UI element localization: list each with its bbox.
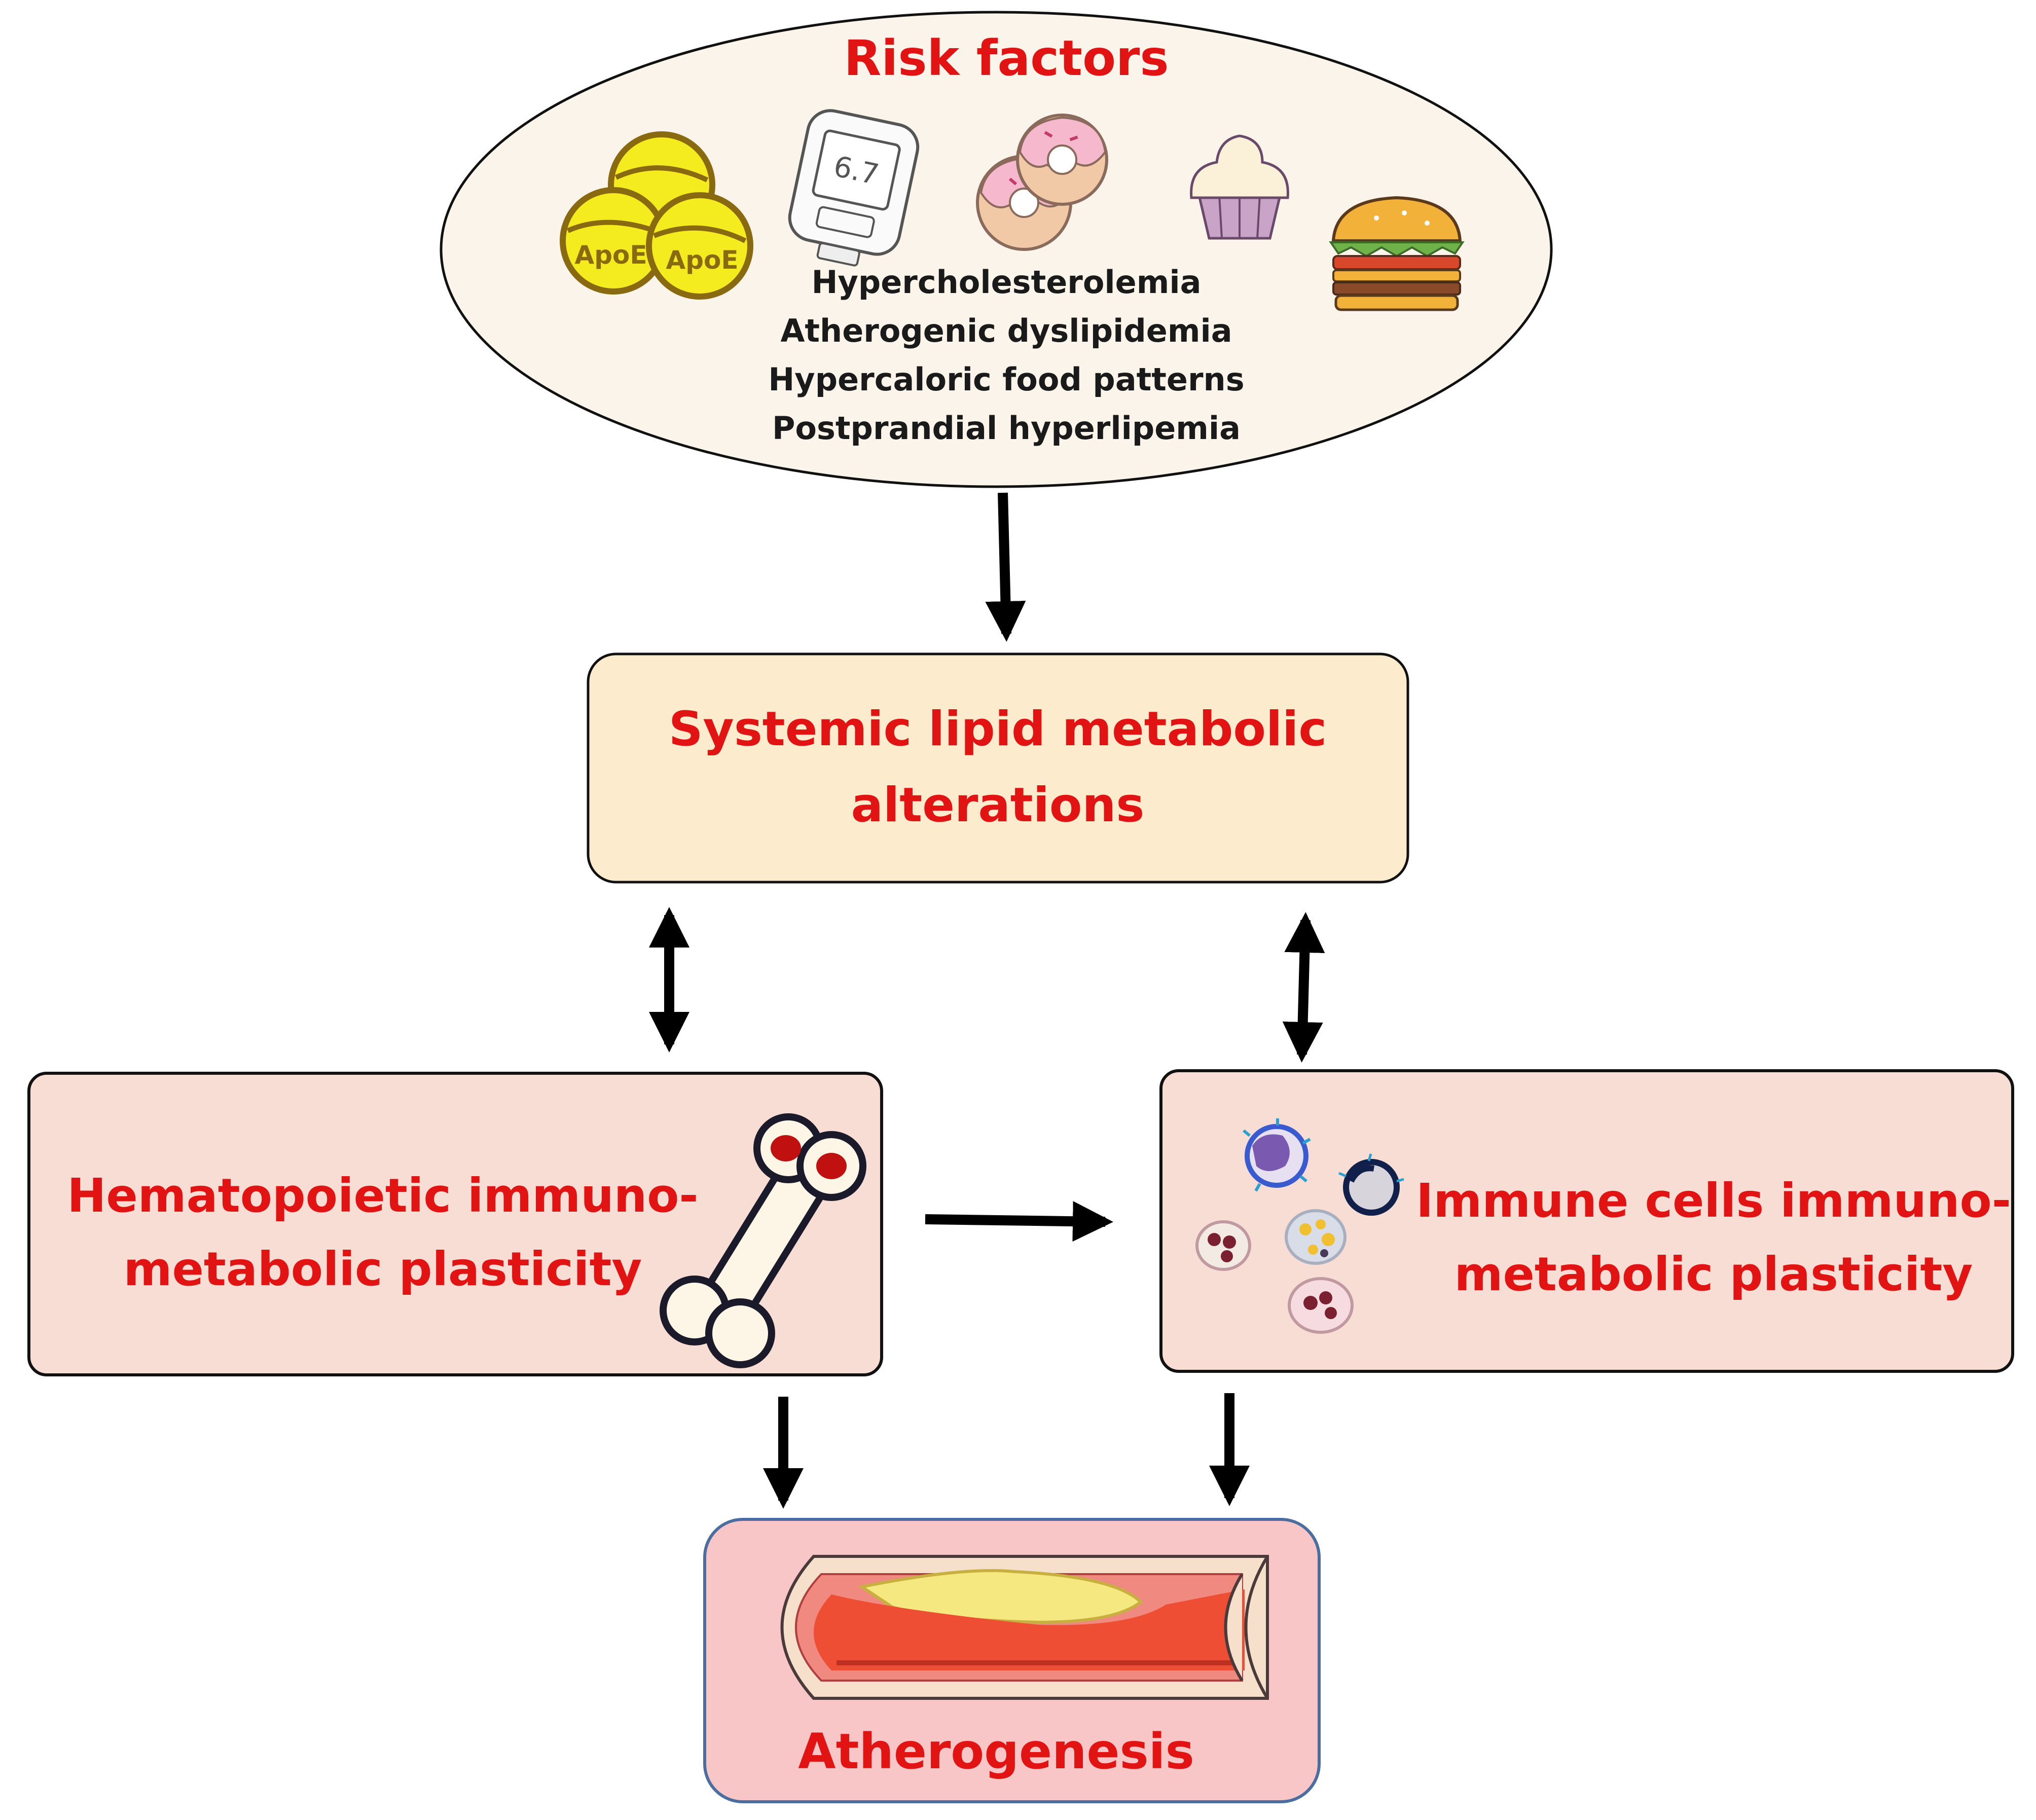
risk-factors-title: Risk factors xyxy=(844,30,1169,87)
risk-factor-item: Postprandial hyperlipemia xyxy=(772,410,1241,447)
immune-label-line1: Immune cells immuno- xyxy=(1416,1174,2011,1228)
risk-factor-item: Atherogenic dyslipidemia xyxy=(780,312,1232,349)
immune-node: Immune cells immuno- metabolic plasticit… xyxy=(1159,1069,2014,1373)
atherogenesis-label: Atherogenesis xyxy=(798,1723,1194,1780)
systemic-label-line2: alterations xyxy=(851,778,1145,833)
artery-plaque-icon xyxy=(780,1555,1269,1700)
apoe-label: ApoE xyxy=(575,240,647,270)
donut-icon xyxy=(976,114,1108,251)
immune-label-line2: metabolic plasticity xyxy=(1455,1247,1973,1301)
arrows xyxy=(649,492,1325,1509)
hematopoietic-label-line2: metabolic plasticity xyxy=(124,1242,642,1296)
apoe-label: ApoE xyxy=(666,245,739,275)
bone-icon xyxy=(660,1113,866,1368)
risk-factor-item: Hypercholesterolemia xyxy=(812,264,1202,301)
risk-factors-ellipse xyxy=(440,11,1553,488)
risk-factors-node: Risk factors ApoE ApoE 6.7 xyxy=(440,11,1553,488)
systemic-node: Systemic lipid metabolic alterations xyxy=(587,652,1409,884)
arrow-systemic-immune xyxy=(1282,912,1325,1063)
hematopoietic-node: Hematopoietic immuno- metabolic plastici… xyxy=(27,1072,883,1376)
arrow-hematopoietic-to-immune xyxy=(925,1201,1113,1242)
systemic-label-line1: Systemic lipid metabolic xyxy=(669,702,1327,757)
apoe-particles-icon: ApoE ApoE xyxy=(560,131,753,300)
cupcake-icon xyxy=(1190,134,1289,240)
immune-box xyxy=(1159,1069,2014,1373)
atherogenesis-node: Atherogenesis xyxy=(703,1518,1321,1803)
systemic-box xyxy=(587,652,1409,884)
hematopoietic-label-line1: Hematopoietic immuno- xyxy=(67,1169,698,1223)
immune-cells-icon xyxy=(1195,1118,1404,1334)
arrow-risk-to-systemic xyxy=(985,492,1026,642)
glucometer-icon: 6.7 xyxy=(788,109,920,267)
burger-icon xyxy=(1329,196,1465,311)
risk-factor-item: Hypercaloric food patterns xyxy=(768,361,1244,398)
